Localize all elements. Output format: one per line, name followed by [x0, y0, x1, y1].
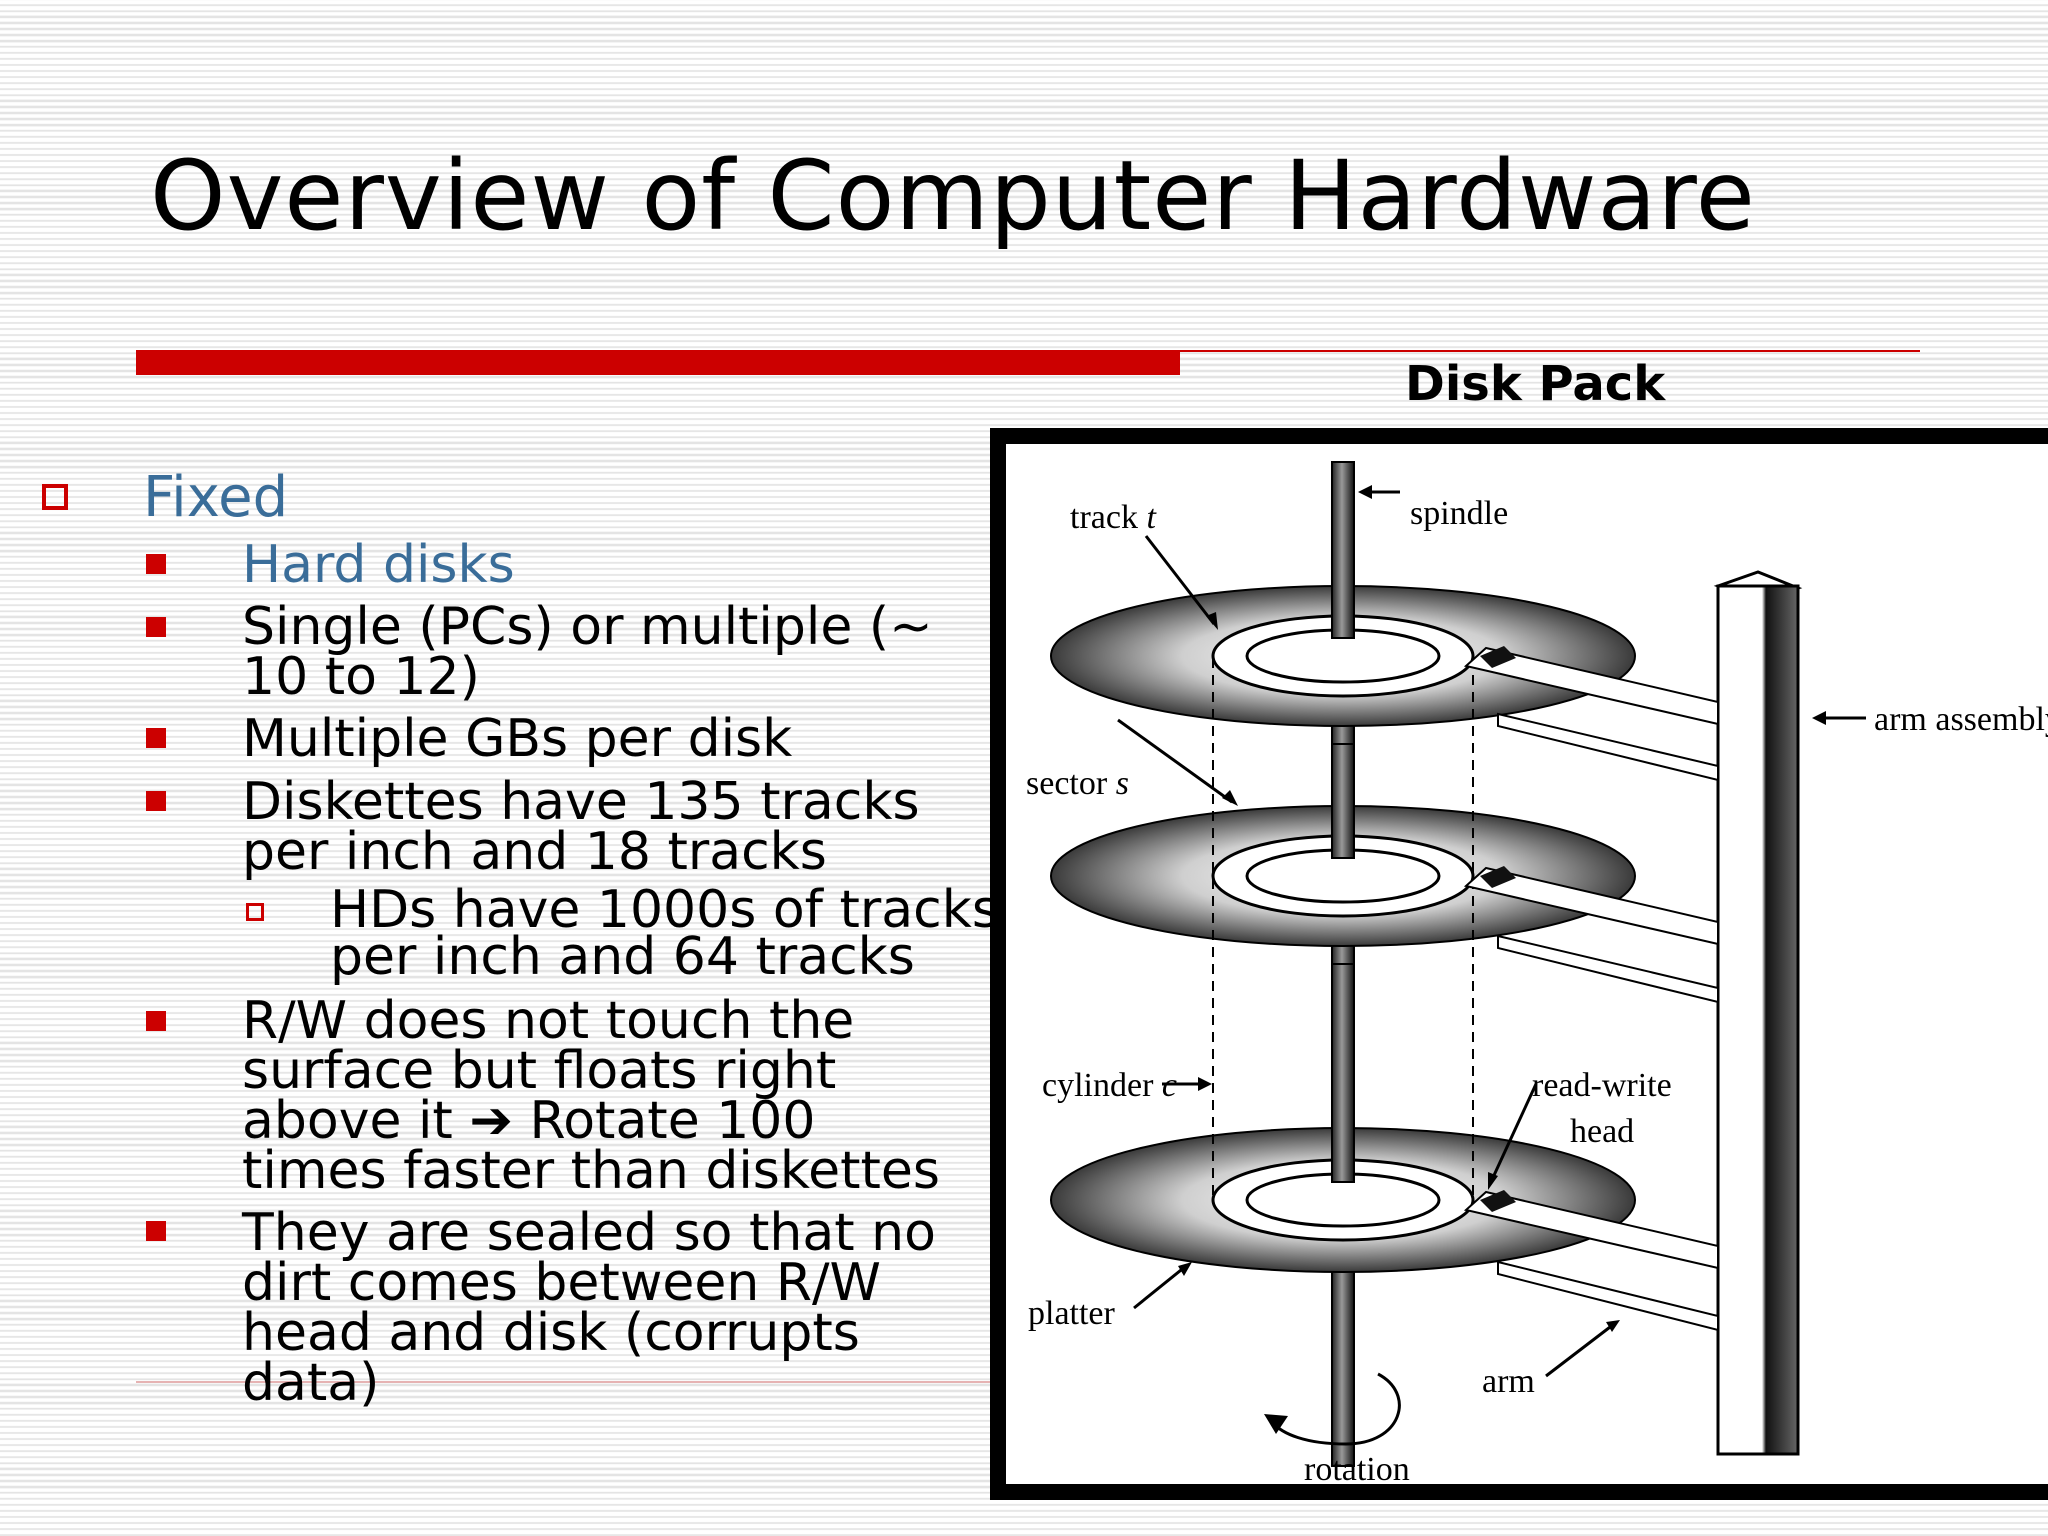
bullet-item-level3: HDs have 1000s of tracks per inch and 64… — [330, 880, 999, 987]
bullet-square-icon — [146, 554, 166, 574]
bullet-item: They are sealed so that no dirt comes be… — [242, 1203, 936, 1413]
figure-heading: Disk Pack — [1405, 356, 1666, 412]
label-head: head — [1570, 1113, 1634, 1150]
bullet-square-icon — [146, 728, 166, 748]
bullet-square-icon — [146, 1011, 166, 1031]
label-arm: arm — [1482, 1363, 1535, 1400]
arm-assembly-post — [1713, 570, 1803, 1456]
arms — [1463, 646, 1719, 1332]
bullet-item: Diskettes have 135 tracks per inch and 1… — [242, 772, 920, 882]
platter-top — [1050, 461, 1636, 727]
rotation-arrow — [1264, 1372, 1401, 1446]
title-underline-bar — [136, 350, 1180, 375]
bullet-hollow-square-icon — [42, 484, 68, 510]
label-read-write: read-write — [1532, 1067, 1672, 1104]
disk-pack-diagram: track t spindle arm assembly sector s cy… — [990, 428, 2048, 1500]
footer-divider — [136, 1381, 996, 1383]
label-pointers — [1117, 485, 1866, 1378]
platter-middle — [1050, 743, 1636, 947]
bullet-item: R/W does not touch the surface but float… — [242, 991, 941, 1201]
label-platter: platter — [1028, 1295, 1116, 1332]
bullet-small-hollow-square-icon — [246, 903, 264, 921]
slide-title: Overview of Computer Hardware — [150, 140, 1756, 252]
bullet-square-icon — [146, 791, 166, 811]
bullet-square-icon — [146, 1221, 166, 1241]
title-underline-thin — [1180, 350, 1920, 352]
label-rotation: rotation — [1304, 1451, 1410, 1488]
bullet-level1-fixed: Fixed — [143, 465, 289, 530]
bullet-item: Single (PCs) or multiple (~ 10 to 12) — [242, 597, 933, 707]
cylinder-guides — [1212, 658, 1474, 1204]
label-track: track t — [1070, 499, 1157, 536]
bullet-square-icon — [146, 617, 166, 637]
platter-bottom — [1050, 963, 1636, 1273]
bullet-item: Hard disks — [242, 535, 515, 595]
label-cylinder: cylinder c — [1042, 1067, 1177, 1104]
bullet-item: Multiple GBs per disk — [242, 709, 793, 769]
label-arm-assembly: arm assembly — [1874, 701, 2048, 738]
read-write-heads — [1480, 646, 1516, 1212]
label-sector: sector s — [1026, 765, 1129, 802]
label-spindle: spindle — [1410, 495, 1508, 532]
